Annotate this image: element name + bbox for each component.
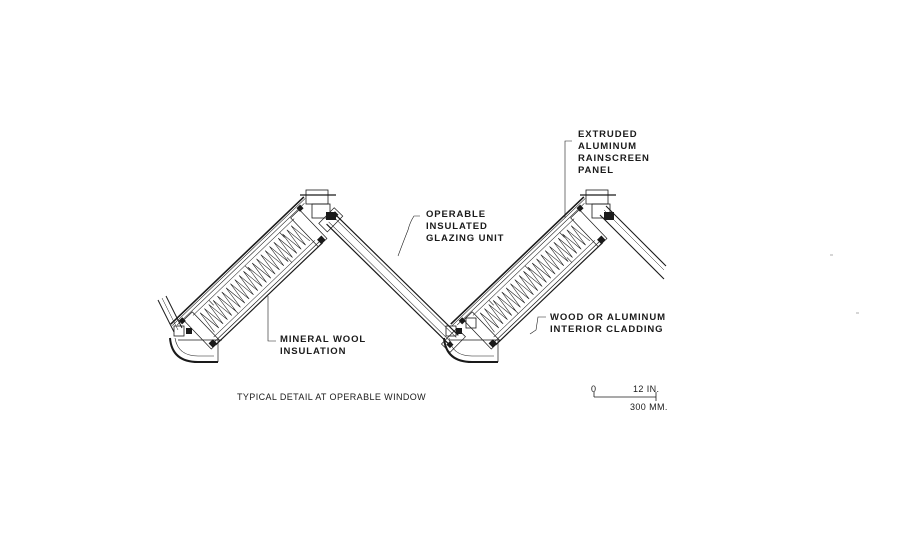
apex-detail-right	[580, 189, 616, 220]
valley-detail-left	[169, 325, 222, 363]
label-line: INSULATED	[426, 221, 488, 232]
leader-lines	[267, 140, 572, 342]
scale-metric-label: 300 MM.	[630, 402, 668, 412]
label-line: PANEL	[578, 165, 614, 176]
scale-imperial-label: 12 IN.	[633, 384, 660, 394]
valley-detail-right	[443, 317, 500, 363]
label-line: RAINSCREEN	[578, 153, 650, 164]
scale-zero-label: 0	[591, 384, 597, 394]
scale-bar	[593, 392, 657, 401]
label-line: WOOD OR ALUMINUM	[550, 312, 666, 323]
label-line: MINERAL WOOL	[280, 334, 367, 345]
label-extruded-panel: EXTRUDED ALUMINUM RAINSCREEN PANEL	[578, 129, 650, 177]
label-line: INTERIOR CLADDING	[550, 324, 664, 335]
label-line: ALUMINUM	[578, 141, 637, 152]
label-line: EXTRUDED	[578, 129, 638, 140]
label-glazing-unit: OPERABLE INSULATED GLAZING UNIT	[426, 209, 504, 245]
label-line: GLAZING UNIT	[426, 233, 505, 244]
left-glass-stub	[157, 295, 183, 333]
apex-detail-left	[300, 189, 336, 220]
label-line: OPERABLE	[426, 209, 486, 220]
label-interior-cladding: WOOD OR ALUMINUM INTERIOR CLADDING	[550, 312, 666, 336]
drawing-caption: TYPICAL DETAIL AT OPERABLE WINDOW	[237, 392, 427, 402]
label-mineral-wool: MINERAL WOOL INSULATION	[280, 334, 366, 358]
label-line: INSULATION	[280, 346, 347, 357]
